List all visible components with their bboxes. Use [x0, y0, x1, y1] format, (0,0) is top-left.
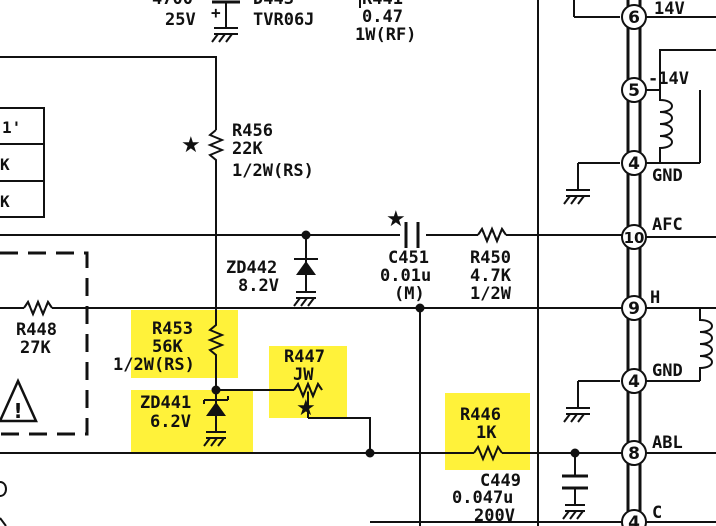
r456-resistor — [207, 129, 225, 305]
ground-symbol — [563, 189, 590, 205]
svg-text:+: + — [211, 3, 221, 22]
pin-circle-10: 10 — [621, 224, 647, 250]
r447-value: JW — [293, 365, 314, 385]
r441-watt: 1W(RF) — [355, 25, 416, 45]
r447-label: R447 — [284, 347, 325, 367]
pin-label-14v: 14V — [654, 0, 685, 19]
pin-label-afc: AFC — [652, 215, 683, 235]
r453-label: R453 — [152, 319, 193, 339]
c451-capacitor — [400, 222, 426, 248]
dashed-enclosure — [0, 251, 89, 436]
svg-text:!: ! — [13, 399, 22, 423]
warning-icon: ! — [0, 377, 38, 423]
c449-voltage: 200V — [474, 506, 515, 526]
box-label-2: K — [0, 155, 10, 174]
pin-label-neg14v: -14V — [648, 69, 689, 89]
pin-circle-4b: 4 — [621, 368, 647, 394]
star-icon: ★ — [386, 207, 406, 232]
r446-value: 1K — [476, 423, 497, 443]
d443-label: D443 — [253, 0, 294, 9]
c449-value: 0.047u — [452, 488, 513, 508]
pin-circle-4a: 4 — [621, 150, 647, 176]
pin-label-h: H — [650, 288, 660, 308]
zd441-value: 6.2V — [150, 412, 191, 432]
svg-text:4: 4 — [628, 372, 640, 392]
left-connector-box: 1' K K — [0, 107, 45, 218]
star-icon: ★ — [296, 396, 316, 421]
star-icon: ★ — [181, 133, 201, 158]
svg-text:6: 6 — [628, 8, 640, 28]
coil-lower — [699, 308, 713, 381]
r441-value: 0.47 — [362, 7, 403, 27]
c451-type: (M) — [394, 284, 425, 304]
box-label-3: K — [0, 192, 10, 211]
r450-watt: 1/2W — [470, 284, 512, 304]
svg-text:5: 5 — [628, 81, 640, 101]
pin-label-abl: ABL — [652, 433, 683, 453]
top-cap-label: 4700 — [152, 0, 193, 9]
r453-value: 56K — [152, 337, 183, 357]
r453-watt: 1/2W(RS) — [113, 355, 195, 375]
zd442-label: ZD442 — [226, 258, 277, 278]
tvr-label: TVR06J — [253, 10, 314, 30]
r448-label: R448 — [16, 320, 57, 340]
pin-circle-8: 8 — [621, 440, 647, 466]
zd441-label: ZD441 — [140, 393, 191, 413]
zd442-zener — [293, 235, 318, 307]
highlight-r446 — [445, 393, 530, 470]
top-capacitor: + — [211, 0, 240, 43]
pin-circle-5: 5 — [621, 77, 647, 103]
coil-upper — [659, 90, 673, 163]
c451-label: C451 — [388, 248, 429, 268]
svg-text:4: 4 — [628, 513, 640, 526]
r450-value: 4.7K — [470, 266, 512, 286]
svg-text:10: 10 — [624, 229, 645, 247]
svg-text:9: 9 — [628, 299, 640, 319]
ground-symbol — [563, 407, 590, 423]
pin-circle-9: 9 — [621, 295, 647, 321]
r453-resistor — [207, 305, 225, 390]
top-cap-voltage: 25V — [165, 10, 196, 30]
pin-circle-4c: 4 — [621, 509, 647, 526]
r456-watt: 1/2W(RS) — [232, 161, 314, 181]
box-label-1: 1' — [2, 118, 21, 137]
highlight-zd441 — [131, 390, 253, 453]
c451-value: 0.01u — [380, 266, 431, 286]
pin-label-gnd2: GND — [652, 361, 683, 381]
pin-label-c: C — [652, 503, 662, 523]
r446-label: R446 — [460, 405, 501, 425]
pin-label-gnd1: GND — [652, 166, 683, 186]
r450-label: R450 — [470, 248, 511, 268]
r441-label: R441 — [362, 0, 403, 9]
pin-circle-6: 6 — [621, 4, 647, 30]
svg-text:4: 4 — [628, 154, 640, 174]
r448-value: 27K — [20, 338, 51, 358]
zd441-zener — [203, 390, 229, 447]
c449-capacitor — [562, 453, 588, 520]
r446-resistor — [473, 444, 503, 462]
c449-label: C449 — [480, 471, 521, 491]
zd442-value: 8.2V — [238, 276, 279, 296]
svg-text:8: 8 — [628, 444, 640, 464]
r456-label: R456 — [232, 121, 273, 141]
r456-value: 22K — [232, 139, 263, 159]
